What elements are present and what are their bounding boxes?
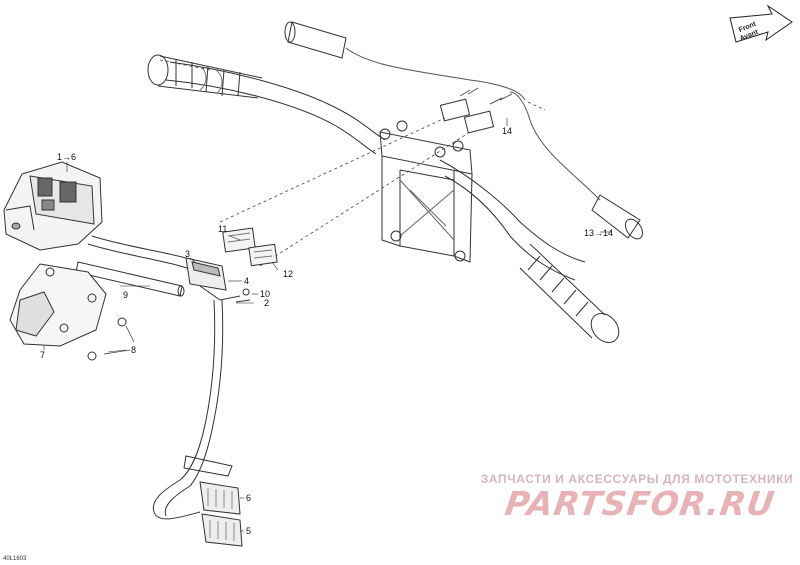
right-grip xyxy=(519,243,620,343)
callout-10: 10 xyxy=(260,289,270,299)
screws-8 xyxy=(87,317,135,361)
callout-11: 11 xyxy=(218,224,227,234)
callout-9: 9 xyxy=(123,290,128,300)
reference-code: 40L1603 xyxy=(3,556,27,562)
handlebar xyxy=(147,21,644,343)
callout-leaders xyxy=(43,118,612,532)
protective-sleeve xyxy=(75,261,185,297)
watermark-logo: PARTSFOR.RU xyxy=(502,484,778,523)
handlebar-riser xyxy=(379,120,473,263)
callout-8: 8 xyxy=(131,345,136,355)
front-arrow-icon xyxy=(729,4,793,43)
callout-4: 4 xyxy=(244,276,249,286)
callout-13-14: 13→14 xyxy=(584,228,613,238)
watermark-tagline: ЗАПЧАСТИ И АКСЕССУАРЫ ДЛЯ МОТОТЕХНИКИ xyxy=(480,472,794,486)
callout-6: 6 xyxy=(246,493,251,503)
connector-pair-handlebar xyxy=(439,87,513,134)
callout-7: 7 xyxy=(40,350,45,360)
connectors-5-6 xyxy=(199,481,243,547)
callout-2: 2 xyxy=(264,298,269,308)
tie-2 xyxy=(235,299,251,303)
callout-12: 12 xyxy=(283,269,293,279)
switch-housing xyxy=(3,161,103,251)
connectors-11-12 xyxy=(222,227,278,267)
heated-grip-sleeve-top xyxy=(284,21,526,101)
heated-grip-sleeve-right xyxy=(509,91,644,240)
left-grip xyxy=(147,54,263,99)
callout-3: 3 xyxy=(185,249,190,259)
callout-1-6: 1→6 xyxy=(57,152,76,162)
switch-cover xyxy=(9,263,107,347)
connector-3-4 xyxy=(185,257,241,301)
screw-10 xyxy=(242,288,250,296)
callout-14: 14 xyxy=(502,126,512,136)
callout-5: 5 xyxy=(246,526,251,536)
leader-lines xyxy=(159,59,546,267)
